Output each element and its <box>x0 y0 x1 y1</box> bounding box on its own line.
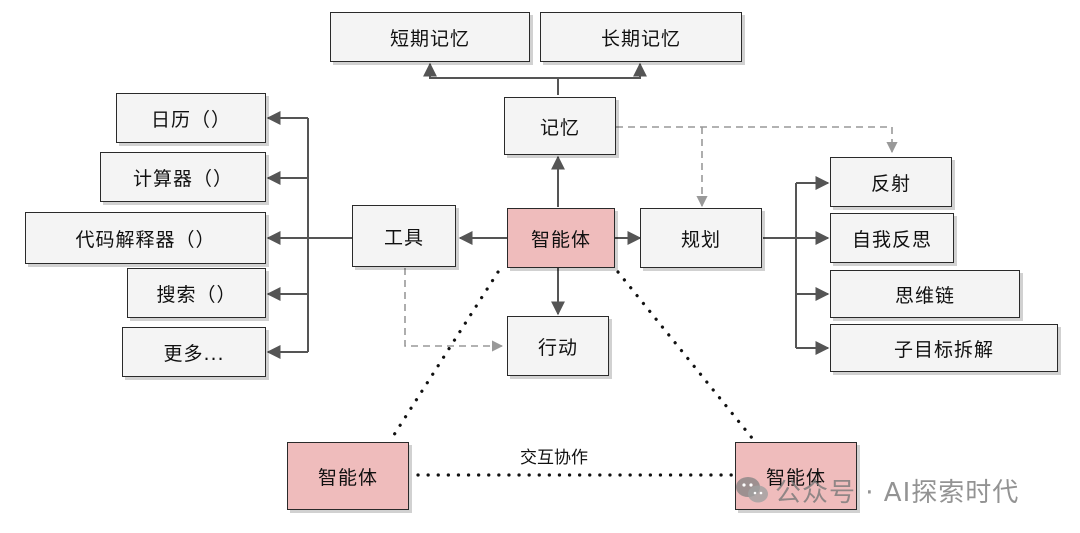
edge-memory-short-term <box>423 62 559 95</box>
watermark-text: 公众号 · AI探索时代 <box>775 477 1020 508</box>
agent-right-node: 智能体 <box>735 442 857 510</box>
self-critique-node: 自我反思 <box>830 213 954 263</box>
subgoal-decomposition-node: 子目标拆解 <box>830 324 1058 372</box>
long-term-memory-node: 长期记忆 <box>540 12 742 62</box>
tools-node: 工具 <box>352 205 456 267</box>
code-interpreter-tool-node: 代码解释器（） <box>25 212 266 264</box>
collab-line-left <box>390 270 500 440</box>
edge-tools-action-dashed <box>404 268 504 352</box>
action-node: 行动 <box>507 316 609 376</box>
chain-of-thought-node: 思维链 <box>830 270 1020 318</box>
memory-node: 记忆 <box>504 97 616 155</box>
agent-left-node: 智能体 <box>287 442 409 510</box>
short-term-memory-node: 短期记忆 <box>330 12 530 62</box>
calendar-tool-node: 日历（） <box>116 93 266 143</box>
edge-memory-long-term <box>558 62 647 79</box>
search-tool-node: 搜索（） <box>127 268 266 318</box>
agent-center-node: 智能体 <box>507 208 615 268</box>
calculator-tool-node: 计算器（） <box>100 152 266 202</box>
collaboration-label: 交互协作 <box>520 448 588 468</box>
edge-memory-reflection-dashed <box>616 126 898 154</box>
collab-line-right <box>616 270 754 440</box>
more-tools-node: 更多... <box>122 327 266 377</box>
reflection-node: 反射 <box>830 157 952 207</box>
planning-node: 规划 <box>640 208 762 268</box>
watermark: 公众号 · AI探索时代 <box>735 472 1019 508</box>
wechat-icon <box>735 475 769 505</box>
